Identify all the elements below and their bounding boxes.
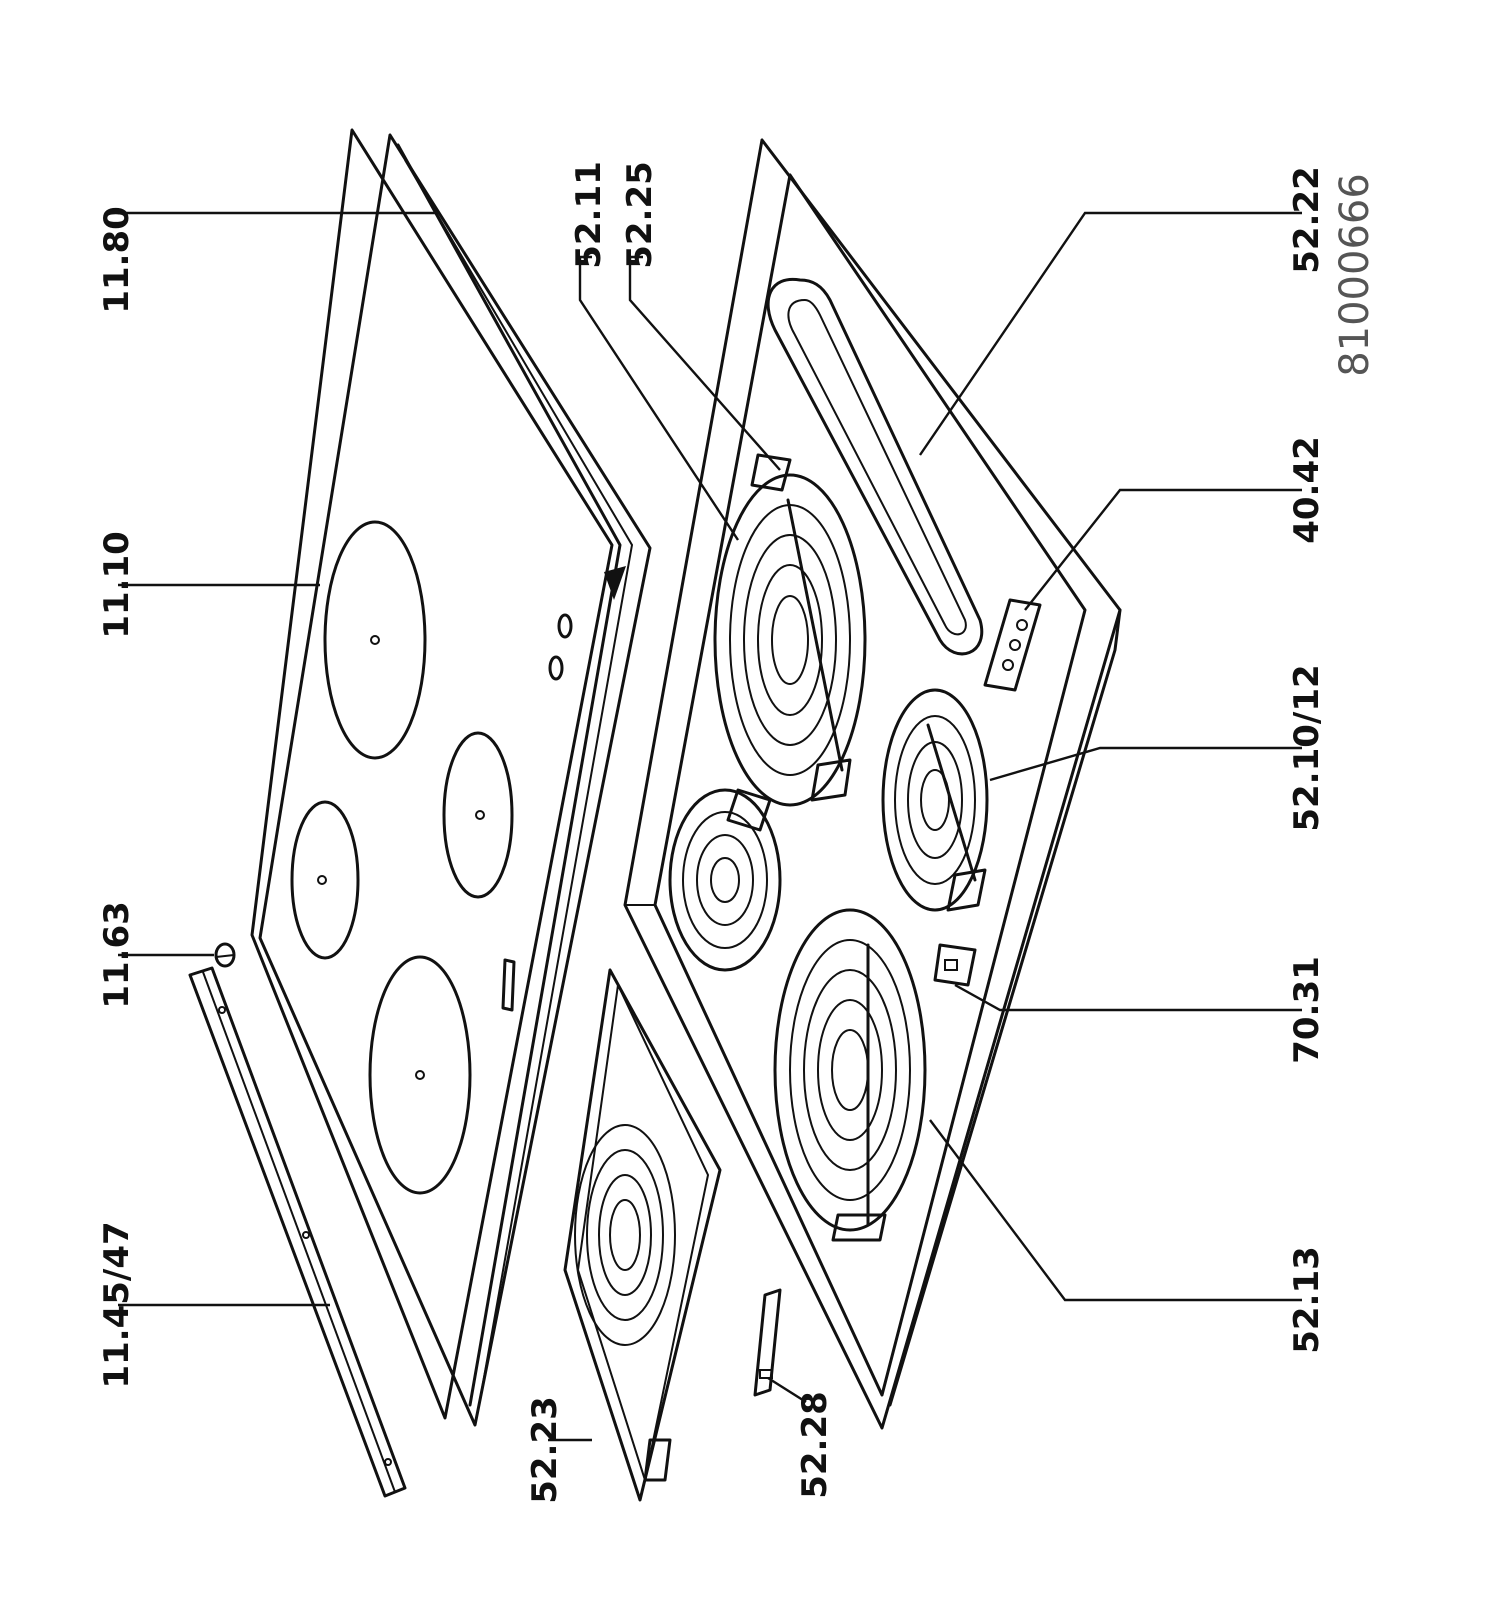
label-52-13: 52.13 bbox=[1287, 1246, 1327, 1354]
leader-lines bbox=[118, 211, 1302, 1442]
front-trim-strip bbox=[188, 966, 407, 1498]
glass-top-plate bbox=[250, 128, 652, 1427]
drawing-reference-number: 81000666 bbox=[1332, 173, 1378, 377]
label-11-63: 11.63 bbox=[97, 901, 137, 1009]
label-52-25: 52.25 bbox=[620, 161, 660, 269]
label-52-11: 52.11 bbox=[569, 161, 609, 269]
label-52-23: 52.23 bbox=[525, 1396, 565, 1504]
label-11-45-47: 11.45/47 bbox=[97, 1221, 137, 1388]
rear-heater-element bbox=[563, 968, 722, 1502]
label-70-31: 70.31 bbox=[1287, 956, 1327, 1064]
label-40-42: 40.42 bbox=[1287, 436, 1327, 544]
label-52-22: 52.22 bbox=[1287, 166, 1327, 274]
label-11-10: 11.10 bbox=[97, 531, 137, 639]
hob-base-tray bbox=[623, 138, 1122, 1430]
label-52-28: 52.28 bbox=[795, 1391, 835, 1499]
label-52-10-12: 52.10/12 bbox=[1287, 664, 1327, 831]
screw bbox=[214, 942, 236, 968]
label-11-80: 11.80 bbox=[97, 206, 137, 314]
part-labels: 11.80 11.10 11.63 11.45/47 52.23 52.28 5… bbox=[97, 161, 1378, 1504]
mounting-clip bbox=[753, 1288, 782, 1397]
